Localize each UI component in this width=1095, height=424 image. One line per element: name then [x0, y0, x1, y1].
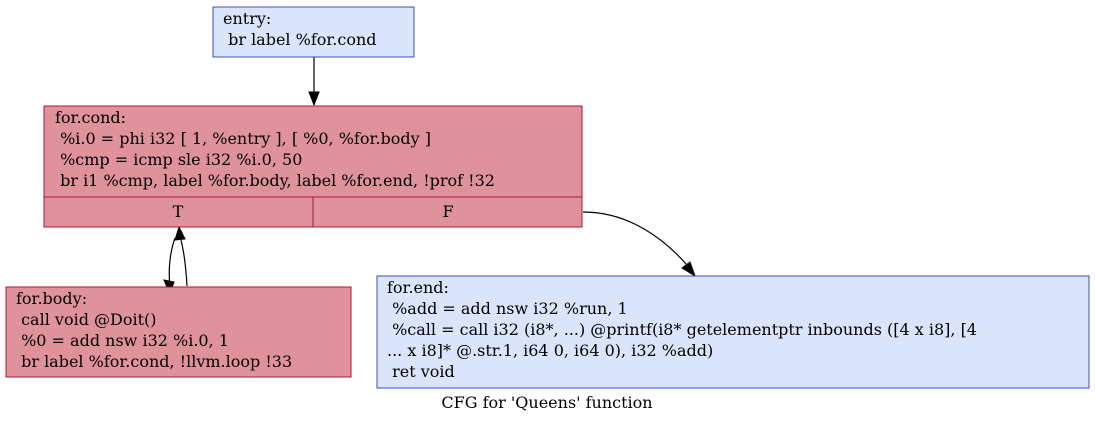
node-for-cond-line: %cmp = icmp sle i32 %i.0, 50: [55, 150, 302, 169]
arrowhead-for-body-to-for-cond: [174, 225, 186, 241]
node-entry: entry: br label %for.cond: [212, 6, 415, 58]
arrowhead-for-cond-to-for-end: [681, 261, 696, 278]
edge-for-body-to-for-cond: [180, 239, 188, 287]
node-for-end-line: ... x i8]* @.str.1, i64 0, i64 0), i32 %…: [387, 341, 713, 360]
edge-for-cond-false-to-for-end: [582, 211, 688, 266]
node-for-end: for.end: %add = add nsw i32 %run, 1 %cal…: [376, 275, 1090, 389]
node-for-end-box: [376, 275, 1090, 389]
node-for-cond-line: for.cond:: [55, 108, 126, 127]
diagram-caption: CFG for 'Queens' function: [441, 393, 652, 412]
edge-for-cond-true-to-for-body: [168, 237, 176, 287]
node-for-body-box: [5, 286, 352, 378]
node-for-cond: for.cond: %i.0 = phi i32 [ 1, %entry ], …: [43, 105, 583, 228]
node-entry-box: [212, 6, 415, 58]
node-for-end-line: %add = add nsw i32 %run, 1: [387, 299, 628, 318]
port-true-label: T: [173, 202, 184, 221]
node-for-body-line: %0 = add nsw i32 %i.0, 1: [16, 331, 229, 350]
node-for-cond-line: br i1 %cmp, label %for.body, label %for.…: [55, 171, 495, 190]
node-for-cond-line: %i.0 = phi i32 [ 1, %entry ], [ %0, %for…: [55, 129, 431, 148]
node-for-body-line: call void @Doit(): [16, 310, 157, 329]
node-entry-line: entry:: [223, 9, 271, 28]
node-for-end-line: for.end:: [387, 278, 449, 297]
node-for-body-line: br label %for.cond, !llvm.loop !33: [16, 352, 292, 371]
node-entry-line: br label %for.cond: [223, 30, 377, 49]
node-for-end-line: ret void: [387, 362, 455, 381]
arrowhead-entry-to-for-cond: [308, 91, 320, 107]
node-for-body: for.body: call void @Doit() %0 = add nsw…: [5, 286, 352, 378]
port-false-label: F: [442, 202, 453, 221]
node-for-body-line: for.body:: [16, 289, 87, 308]
node-for-end-line: %call = call i32 (i8*, ...) @printf(i8* …: [387, 320, 977, 339]
